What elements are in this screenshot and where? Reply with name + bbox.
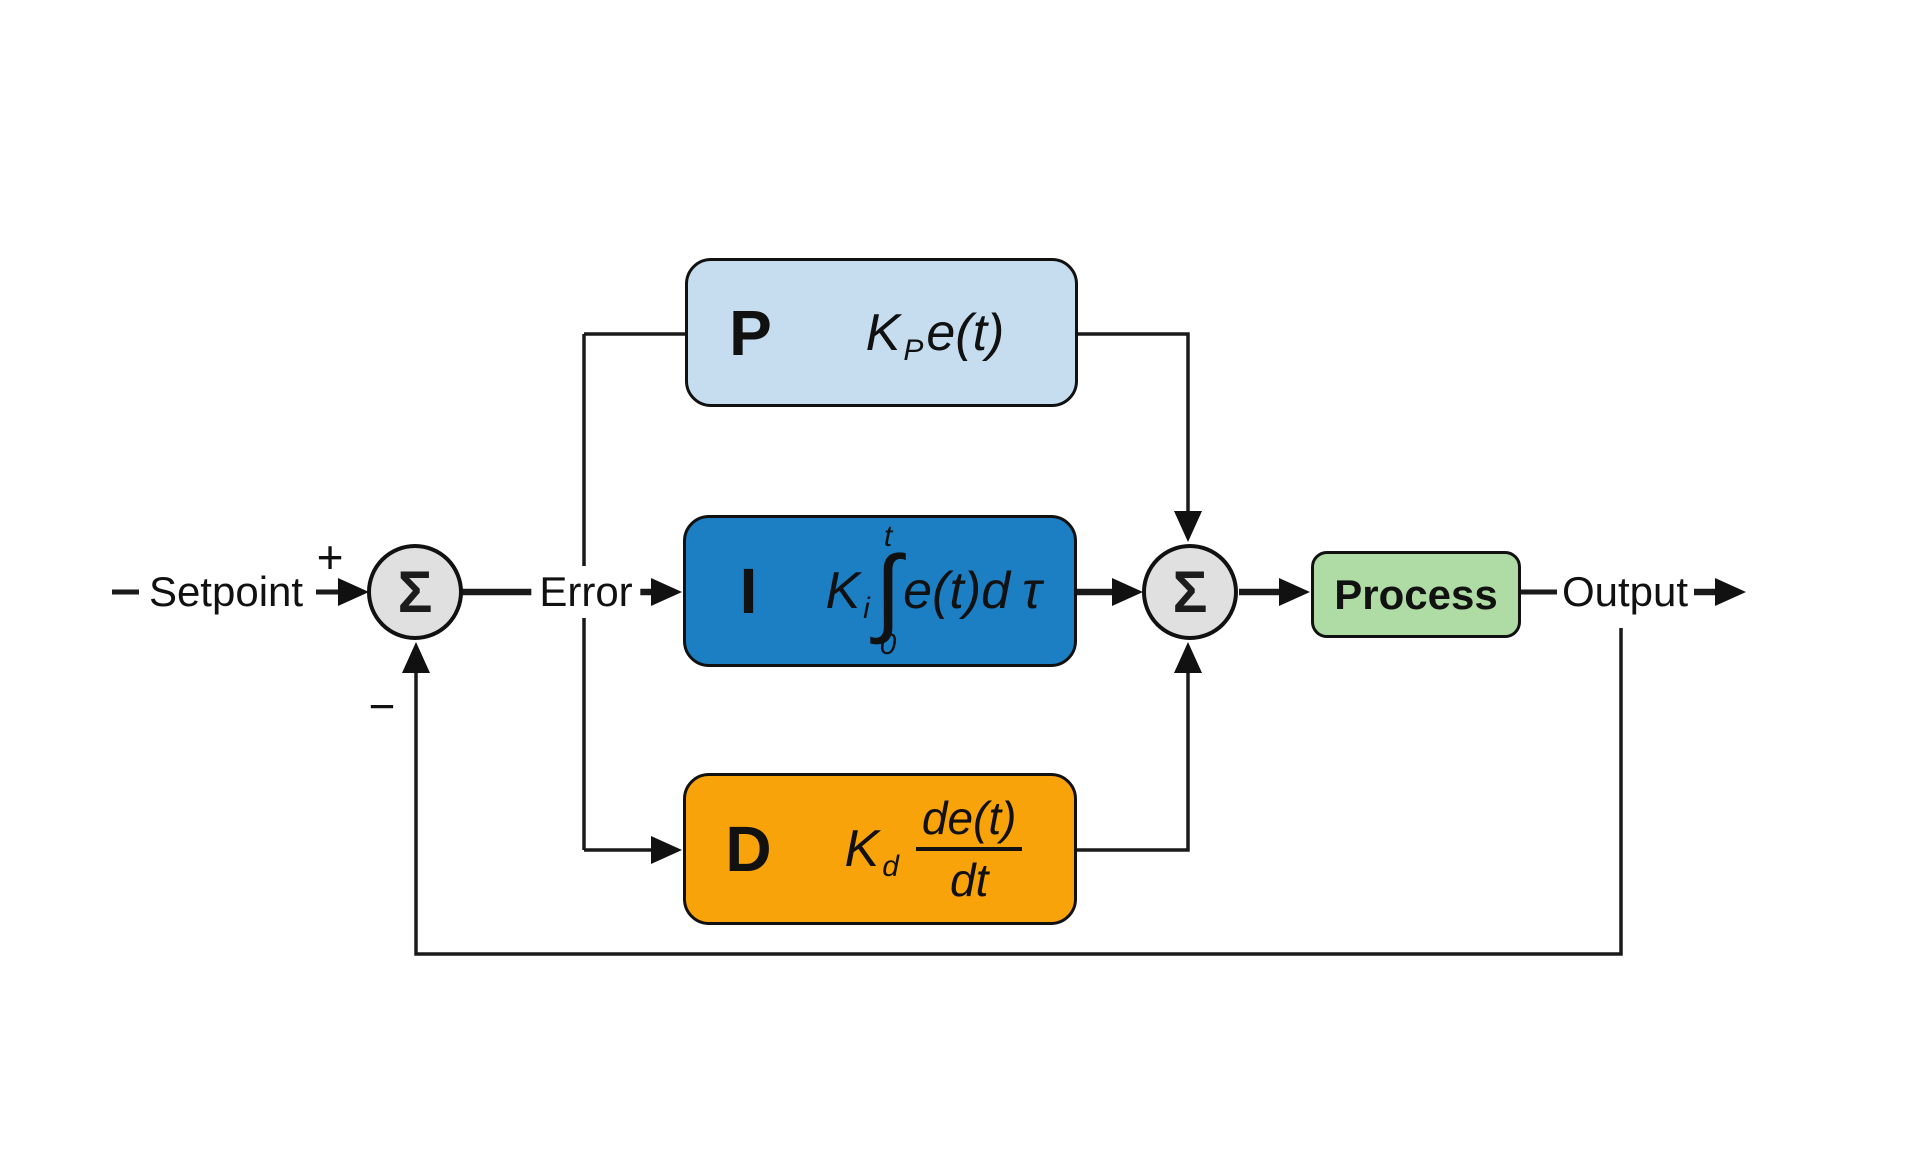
error-arrowhead bbox=[651, 578, 682, 606]
i-tau: τ bbox=[1022, 562, 1042, 620]
setpoint-arrowhead bbox=[338, 578, 369, 606]
integral-upper-bound: t bbox=[883, 519, 893, 553]
d-gain-subscript: d bbox=[882, 850, 899, 883]
process-block: Process bbox=[1311, 551, 1521, 638]
d-fraction: de(t) dt bbox=[915, 795, 1023, 906]
i-formula: K i t ∫ 0 e(t)d τ bbox=[811, 519, 1074, 662]
integral-symbol: t ∫ 0 bbox=[874, 519, 902, 662]
integral-block: I K i t ∫ 0 e(t)d τ bbox=[683, 515, 1077, 667]
p-gain: K bbox=[865, 303, 901, 362]
d-output-line bbox=[1077, 671, 1190, 852]
i-into-sum2-arrowhead bbox=[1112, 578, 1143, 606]
feedback-arrowhead bbox=[402, 642, 430, 673]
proportional-block: P K P e(t) bbox=[685, 258, 1078, 407]
plus-sign: + bbox=[316, 531, 344, 583]
p-letter: P bbox=[729, 296, 772, 369]
i-letter: I bbox=[739, 555, 758, 627]
process-label: Process bbox=[1334, 570, 1498, 618]
p-expression: e(t) bbox=[926, 303, 1005, 362]
summing-junction-1: Σ bbox=[367, 544, 463, 640]
i-expression: e(t)d bbox=[903, 562, 1011, 620]
d-branch-arrowhead bbox=[651, 836, 682, 864]
setpoint-label: Setpoint bbox=[148, 568, 304, 615]
feedback-line bbox=[414, 628, 1623, 956]
d-numerator: de(t) bbox=[915, 795, 1023, 851]
output-arrowhead bbox=[1715, 578, 1746, 606]
p-gain-subscript: P bbox=[903, 333, 924, 367]
integral-sign: ∫ bbox=[874, 536, 902, 644]
sigma-symbol: Σ bbox=[397, 559, 433, 625]
d-letter: D bbox=[725, 813, 772, 885]
sum2-to-process-arrowhead bbox=[1279, 578, 1310, 606]
summing-junction-2: Σ bbox=[1142, 544, 1238, 640]
sigma-symbol: Σ bbox=[1172, 559, 1208, 625]
p-formula: K P e(t) bbox=[813, 303, 1075, 366]
output-label: Output bbox=[1561, 568, 1689, 615]
i-gain-subscript: i bbox=[863, 592, 870, 625]
i-gain: K bbox=[825, 562, 861, 620]
minus-sign: − bbox=[368, 680, 396, 732]
d-formula: K d de(t) dt bbox=[811, 795, 1074, 903]
d-denominator: dt bbox=[950, 854, 989, 906]
d-into-sum2-arrowhead bbox=[1174, 642, 1202, 673]
p-output-line bbox=[1078, 332, 1190, 513]
p-into-sum2-arrowhead bbox=[1174, 511, 1202, 542]
integral-lower-bound: 0 bbox=[879, 628, 897, 662]
d-gain: K bbox=[844, 820, 880, 878]
derivative-block: D K d de(t) dt bbox=[683, 773, 1077, 925]
error-label: Error bbox=[531, 566, 641, 618]
